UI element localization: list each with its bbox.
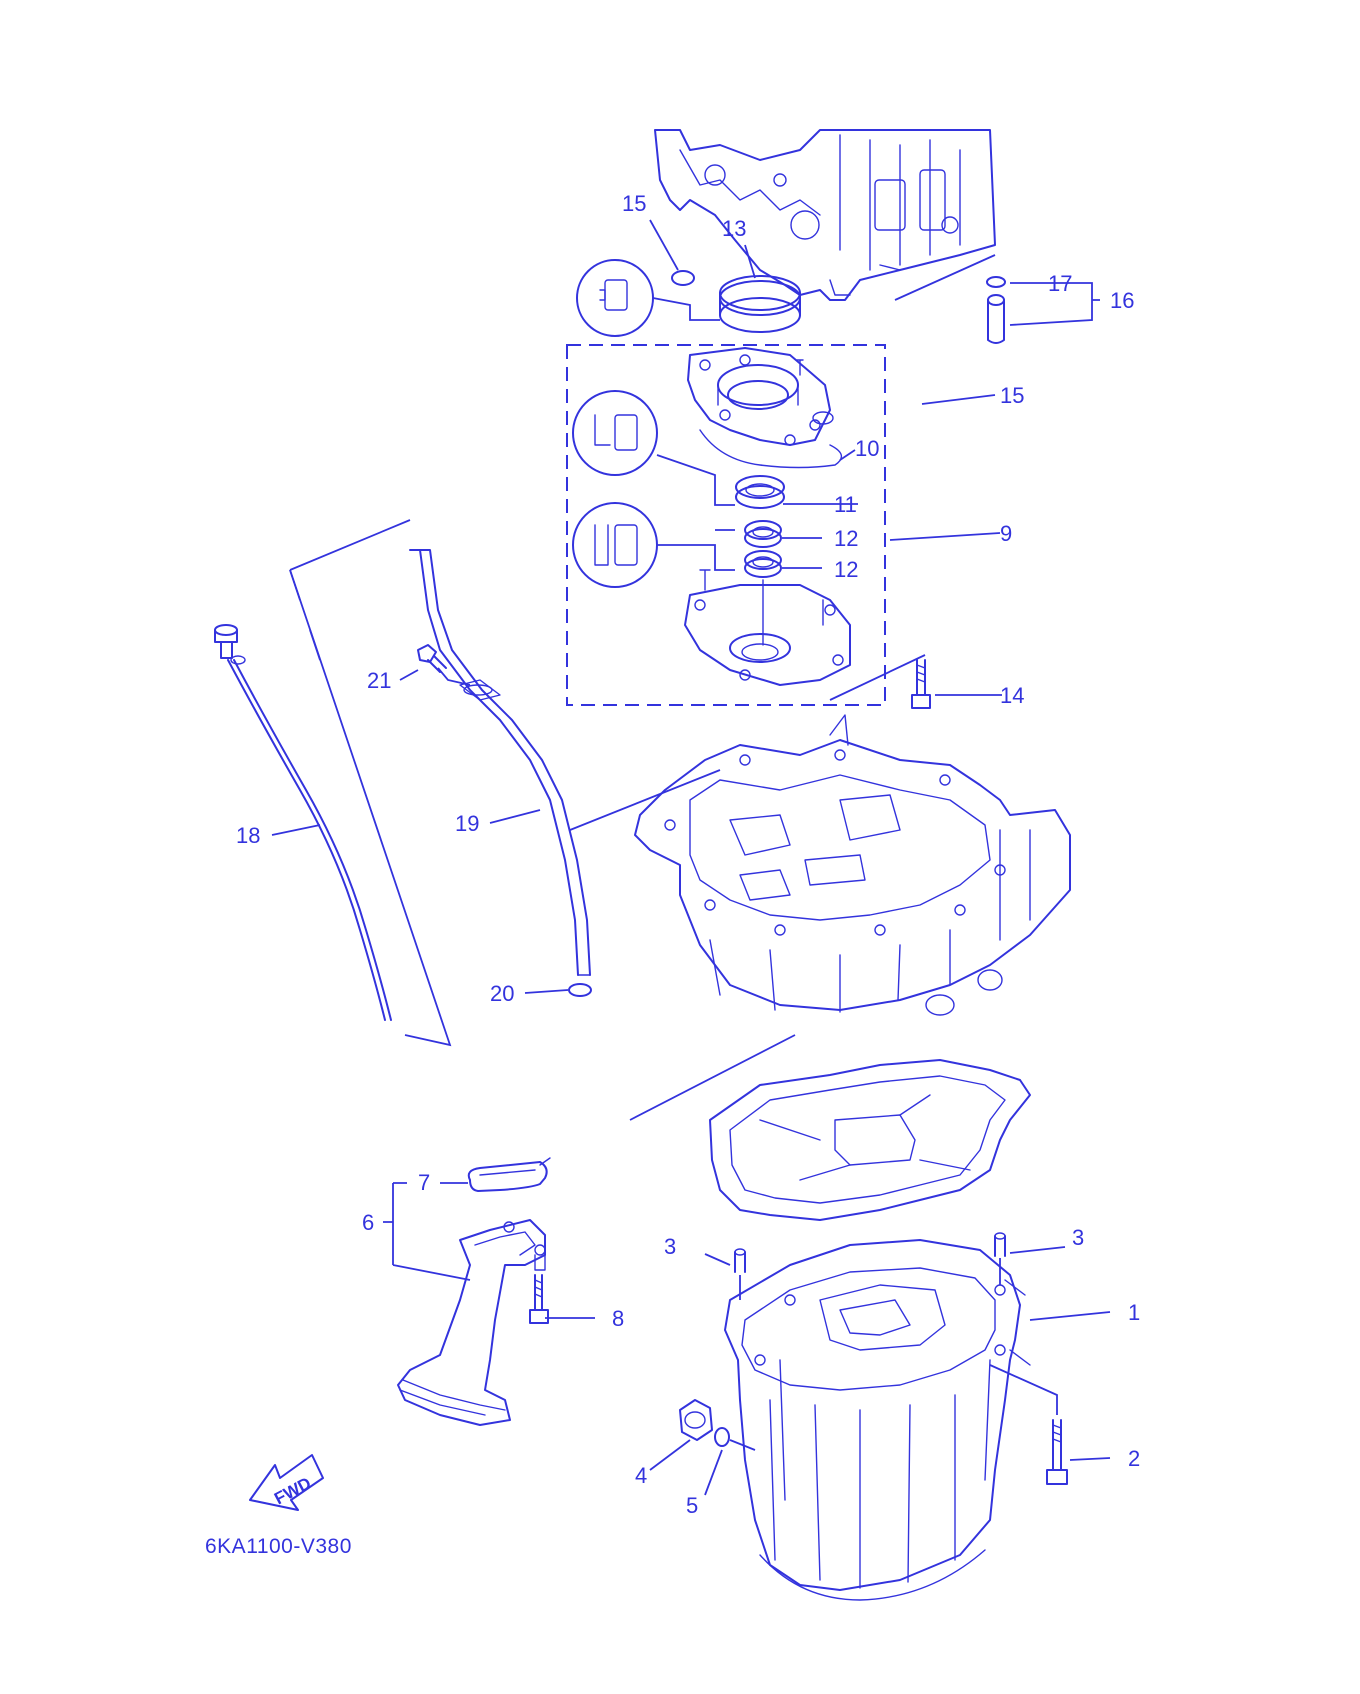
callout-12-lower: 12 (834, 557, 858, 582)
callout-4: 4 (635, 1463, 647, 1488)
callout-12-upper: 12 (834, 526, 858, 551)
callout-15-top: 15 (622, 191, 646, 216)
callout-5: 5 (686, 1493, 698, 1518)
callout-20: 20 (490, 981, 514, 1006)
sealant-detail-top (576, 259, 720, 337)
guide-to-casing-line (569, 769, 721, 831)
drain-plug-4 (679, 1399, 713, 1441)
pump-housing-upper (687, 347, 834, 446)
drain-centerline (729, 1439, 756, 1451)
bolt-21 (417, 644, 471, 686)
callout-3-right: 3 (1072, 1225, 1084, 1250)
callout-21: 21 (367, 668, 391, 693)
seal-13 (719, 275, 801, 333)
callout-13: 13 (722, 216, 746, 241)
sealant-detail-lower (572, 502, 735, 588)
diagram-code: 6KA1100-V380 (205, 1535, 352, 1558)
o-ring-15-top (671, 270, 695, 286)
upper-casing (634, 714, 1071, 1016)
callout-16: 16 (1110, 288, 1134, 313)
dipstick-boundary-dash (289, 569, 321, 661)
callout-9: 9 (1000, 521, 1012, 546)
callout-1: 1 (1128, 1300, 1140, 1325)
clip-7 (467, 1157, 551, 1192)
seal-12-upper (744, 520, 782, 548)
dipstick-boundary (289, 519, 452, 1047)
callout-labels: 1 2 3 3 4 5 6 7 8 9 10 11 12 12 13 14 15… (236, 191, 1140, 1518)
bolt-2 (989, 1364, 1068, 1485)
callout-19: 19 (455, 811, 479, 836)
bolt-14 (829, 654, 931, 709)
callout-17: 17 (1048, 271, 1072, 296)
engine-block-partial (654, 129, 996, 301)
oil-strainer-6 (397, 1219, 546, 1426)
sealant-detail-middle (572, 390, 735, 506)
callout-18: 18 (236, 823, 260, 848)
callout-14: 14 (1000, 683, 1024, 708)
seal-12-lower (744, 550, 782, 578)
dipstick-guide-19 (409, 549, 591, 976)
o-ring-20 (568, 983, 592, 997)
callout-8: 8 (612, 1306, 624, 1331)
pump-housing-lower (684, 569, 851, 686)
dowel-pin-3-right (994, 1232, 1006, 1285)
callout-3-left: 3 (664, 1234, 676, 1259)
collar-16-set (986, 276, 1006, 344)
casing-gasket (629, 1034, 1031, 1221)
callout-2: 2 (1128, 1446, 1140, 1471)
callout-15-right: 15 (1000, 383, 1024, 408)
drain-gasket-5 (714, 1427, 730, 1447)
seal-11 (735, 475, 785, 509)
assembly-9-boundary (566, 344, 886, 706)
bolt-8 (529, 1274, 549, 1324)
callout-6: 6 (362, 1210, 374, 1235)
fwd-arrow-icon: FWD (249, 1454, 324, 1511)
gasket-10 (699, 429, 843, 469)
dipstick-18 (214, 624, 392, 1021)
callout-11: 11 (834, 492, 857, 517)
dowel-pin-3-left (734, 1248, 746, 1300)
callout-7: 7 (418, 1170, 430, 1195)
oil-pan-1 (724, 1239, 1031, 1601)
callout-10: 10 (855, 436, 879, 461)
leader-lines (271, 219, 1111, 1496)
